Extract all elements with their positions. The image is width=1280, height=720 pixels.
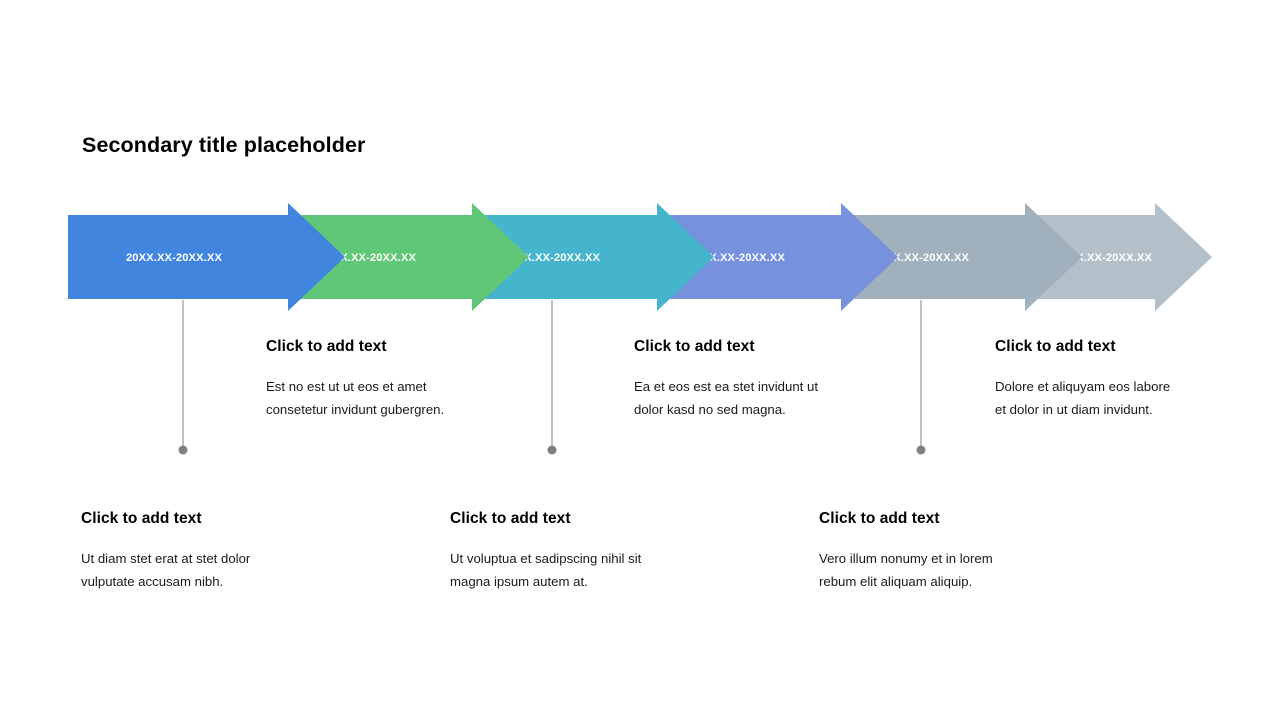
callout-upper-2-body[interactable]: Ea et eos est ea stet invidunt ut dolor … bbox=[634, 379, 819, 417]
callout-lower-3-body[interactable]: Vero illum nonumy et in lorem rebum elit… bbox=[819, 551, 993, 589]
callout-upper-1-body[interactable]: Est no est ut ut eos et amet consetetur … bbox=[266, 379, 445, 417]
callout-upper-2-heading[interactable]: Click to add text bbox=[634, 338, 755, 355]
timeline-arrow-label-3: 20XX.XX-20XX.XX bbox=[504, 252, 600, 264]
timeline-arrow-shape-1[interactable] bbox=[68, 203, 345, 311]
connector-3 bbox=[916, 300, 926, 455]
connector-dot-3 bbox=[916, 445, 926, 455]
timeline-segment-1[interactable]: 20XX.XX-20XX.XX bbox=[68, 203, 345, 311]
connector-dot-2 bbox=[547, 445, 557, 455]
callout-lower-1[interactable]: Click to add text Ut diam stet erat at s… bbox=[81, 510, 293, 593]
callout-upper-1[interactable]: Click to add text Est no est ut ut eos e… bbox=[266, 338, 474, 421]
connector-2 bbox=[547, 300, 557, 455]
page-title: Secondary title placeholder bbox=[82, 133, 366, 157]
timeline-arrow-label-4: 20XX.XX-20XX.XX bbox=[689, 252, 785, 264]
callout-lower-2-heading[interactable]: Click to add text bbox=[450, 510, 571, 527]
connector-1 bbox=[178, 300, 188, 455]
callout-upper-3-heading[interactable]: Click to add text bbox=[995, 338, 1116, 355]
timeline-arrow-label-1: 20XX.XX-20XX.XX bbox=[126, 252, 222, 264]
callout-lower-2[interactable]: Click to add text Ut voluptua et sadipsc… bbox=[450, 510, 650, 593]
callout-lower-3[interactable]: Click to add text Vero illum nonumy et i… bbox=[819, 510, 999, 593]
callout-lower-2-body[interactable]: Ut voluptua et sadipscing nihil sit magn… bbox=[450, 551, 642, 589]
callout-upper-3-body[interactable]: Dolore et aliquyam eos labore et dolor i… bbox=[995, 379, 1171, 417]
callout-lower-1-heading[interactable]: Click to add text bbox=[81, 510, 202, 527]
callout-lower-1-body[interactable]: Ut diam stet erat at stet dolor vulputat… bbox=[81, 551, 251, 589]
timeline-arrow-label-5: 20XX.XX-20XX.XX bbox=[873, 252, 969, 264]
timeline-arrow-label-2: 20XX.XX-20XX.XX bbox=[320, 252, 416, 264]
timeline-arrow-label-6: 20XX.XX-20XX.XX bbox=[1056, 252, 1152, 264]
timeline-arrow-band: 20XX.XX-20XX.XX 20XX.XX-20XX.XX 20XX.XX-… bbox=[0, 198, 1280, 318]
callout-upper-2[interactable]: Click to add text Ea et eos est ea stet … bbox=[634, 338, 842, 421]
callout-lower-3-heading[interactable]: Click to add text bbox=[819, 510, 940, 527]
callout-upper-3[interactable]: Click to add text Dolore et aliquyam eos… bbox=[995, 338, 1175, 421]
connector-dot-1 bbox=[178, 445, 188, 455]
callout-upper-1-heading[interactable]: Click to add text bbox=[266, 338, 387, 355]
